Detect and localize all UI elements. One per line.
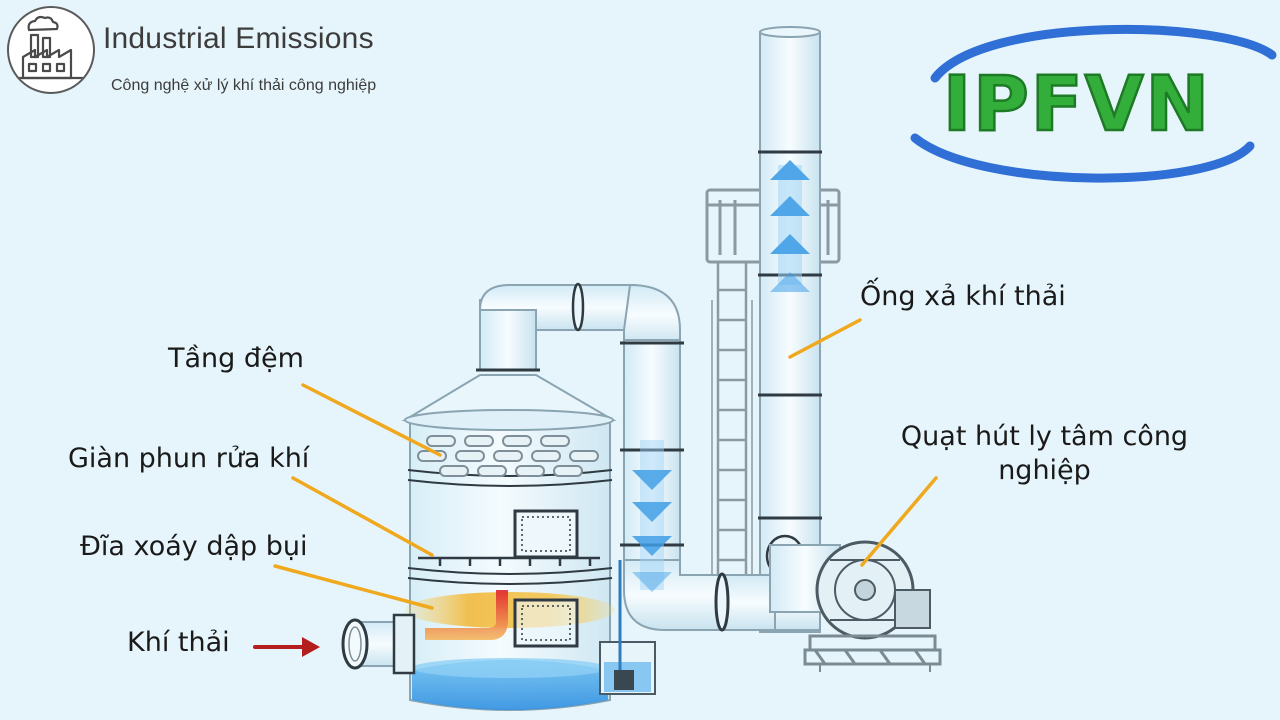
factory-icon — [17, 15, 85, 80]
brand-title: Industrial Emissions — [103, 22, 374, 55]
label-centrifugal-fan: Quạt hút ly tâm công nghiệp — [900, 421, 1189, 486]
swirl-disc — [405, 592, 615, 628]
spray-rack — [418, 556, 600, 566]
leader-lines — [273, 318, 938, 610]
gas-flow — [425, 590, 508, 640]
ipfvn-text: IPFVN — [943, 59, 1211, 148]
scrubber-tower — [341, 374, 656, 711]
flow-arrow-icon — [632, 440, 672, 592]
ipfvn-watermark: IPFVN — [910, 24, 1277, 183]
leader-exhaust-stack — [788, 318, 862, 359]
leader-centrifugal-fan — [860, 476, 938, 567]
leader-swirl-disc — [273, 564, 434, 610]
centrifugal-fan — [765, 534, 942, 672]
brand-logo — [7, 6, 95, 94]
exhaust-stack — [705, 26, 841, 633]
brand-subtitle: Công nghệ xử lý khí thải công nghiệp — [111, 77, 377, 94]
label-exhaust-stack: Ống xả khí thải — [860, 281, 1066, 312]
label-spray-rack: Giàn phun rửa khí — [68, 443, 310, 474]
flow-arrow-icon — [770, 160, 810, 292]
leader-packing-layer — [301, 383, 442, 457]
inlet-arrow-icon — [253, 637, 320, 657]
leader-spray-rack — [291, 476, 434, 557]
connecting-duct — [476, 282, 781, 632]
label-exhaust-gas: Khí thải — [127, 627, 230, 658]
label-packing-layer: Tầng đệm — [168, 343, 304, 374]
gas-inlet-pipe — [341, 613, 416, 675]
label-swirl-disc: Đĩa xoáy dập bụi — [80, 531, 308, 562]
